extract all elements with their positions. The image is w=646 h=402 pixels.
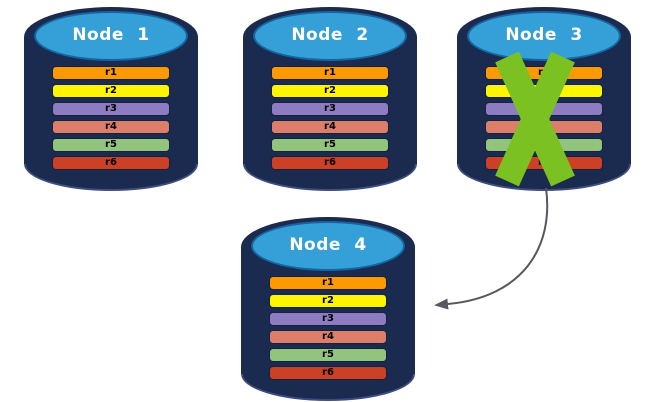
record-bar-r5: r5 bbox=[52, 138, 170, 152]
record-bar-r4: r4 bbox=[271, 120, 389, 134]
record-bar-r2: r2 bbox=[271, 84, 389, 98]
record-bar-r5: r5 bbox=[271, 138, 389, 152]
record-bar-r3: r3 bbox=[269, 312, 387, 326]
node-1-records: r1 r2 r3 r4 r5 r6 bbox=[52, 66, 170, 174]
record-bar-r4: r4 bbox=[52, 120, 170, 134]
record-bar-r6: r6 bbox=[269, 366, 387, 380]
record-bar-r1: r1 bbox=[269, 276, 387, 290]
node-2-cylinder: Node 2 r1 r2 r3 r4 r5 r6 bbox=[243, 7, 417, 191]
node-3-title: Node 3 bbox=[505, 25, 583, 45]
node-3-cylinder: Node 3 r1 r2 r3 r4 r5 r6 bbox=[457, 7, 631, 191]
node-2-records: r1 r2 r3 r4 r5 r6 bbox=[271, 66, 389, 174]
node-1-cylinder: Node 1 r1 r2 r3 r4 r5 r6 bbox=[24, 7, 198, 191]
node-4-cylinder: Node 4 r1 r2 r3 r4 r5 r6 bbox=[241, 217, 415, 401]
node-1-title: Node 1 bbox=[72, 25, 150, 45]
node-1-cylinder-cap bbox=[34, 11, 188, 61]
record-bar-r3: r3 bbox=[52, 102, 170, 116]
record-bar-r3: r3 bbox=[271, 102, 389, 116]
record-bar-r1: r1 bbox=[52, 66, 170, 80]
record-bar-r6: r6 bbox=[271, 156, 389, 170]
record-bar-r5: r5 bbox=[269, 348, 387, 362]
record-bar-r1: r1 bbox=[271, 66, 389, 80]
node-4-cylinder-cap bbox=[251, 221, 405, 271]
record-bar-r4: r4 bbox=[485, 120, 603, 134]
record-bar-r4: r4 bbox=[269, 330, 387, 344]
record-bar-r3: r3 bbox=[485, 102, 603, 116]
record-bar-r2: r2 bbox=[52, 84, 170, 98]
record-bar-r6: r6 bbox=[485, 156, 603, 170]
node-4-records: r1 r2 r3 r4 r5 r6 bbox=[269, 276, 387, 384]
node-4-title: Node 4 bbox=[289, 235, 367, 255]
node-2-title: Node 2 bbox=[291, 25, 369, 45]
record-bar-r1: r1 bbox=[485, 66, 603, 80]
node-3-records: r1 r2 r3 r4 r5 r6 bbox=[485, 66, 603, 174]
record-bar-r5: r5 bbox=[485, 138, 603, 152]
record-bar-r2: r2 bbox=[485, 84, 603, 98]
node-2-cylinder-cap bbox=[253, 11, 407, 61]
record-bar-r2: r2 bbox=[269, 294, 387, 308]
record-bar-r6: r6 bbox=[52, 156, 170, 170]
